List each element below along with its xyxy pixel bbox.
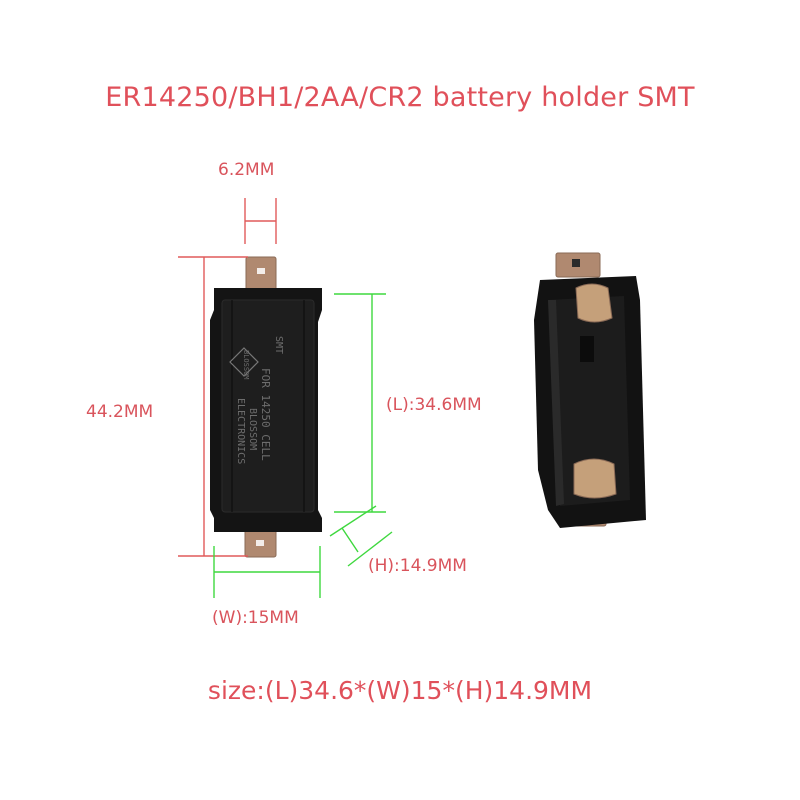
overall-length-label: 44.2MM [86,402,154,422]
pad-width-label: 6.2MM [218,160,275,180]
width-label: (W):15MM [212,608,299,628]
green-dimension-lines [213,293,393,598]
length-label: (L):34.6MM [386,395,482,415]
marking-smt: SMT [273,336,284,355]
marking-cell: FOR 14250 CELL [259,368,272,461]
marking-company: ELECTRONICS [235,398,246,465]
holder-top-view [210,256,322,558]
size-summary: size:(L)34.6*(W)15*(H)14.9MM [207,676,593,705]
brand-logo [229,347,259,377]
holder-side-view [534,252,646,528]
marking-brand: BLOSSOM [247,408,258,451]
title: ER14250/BH1/2AA/CR2 battery holder SMT [105,82,695,113]
height-label: (H):14.9MM [368,556,467,576]
logo-text: BLOSSOM [242,350,250,380]
top-spring-contact [575,283,613,323]
bottom-spring-contact [573,458,617,499]
red-dimension-lines [178,198,277,557]
